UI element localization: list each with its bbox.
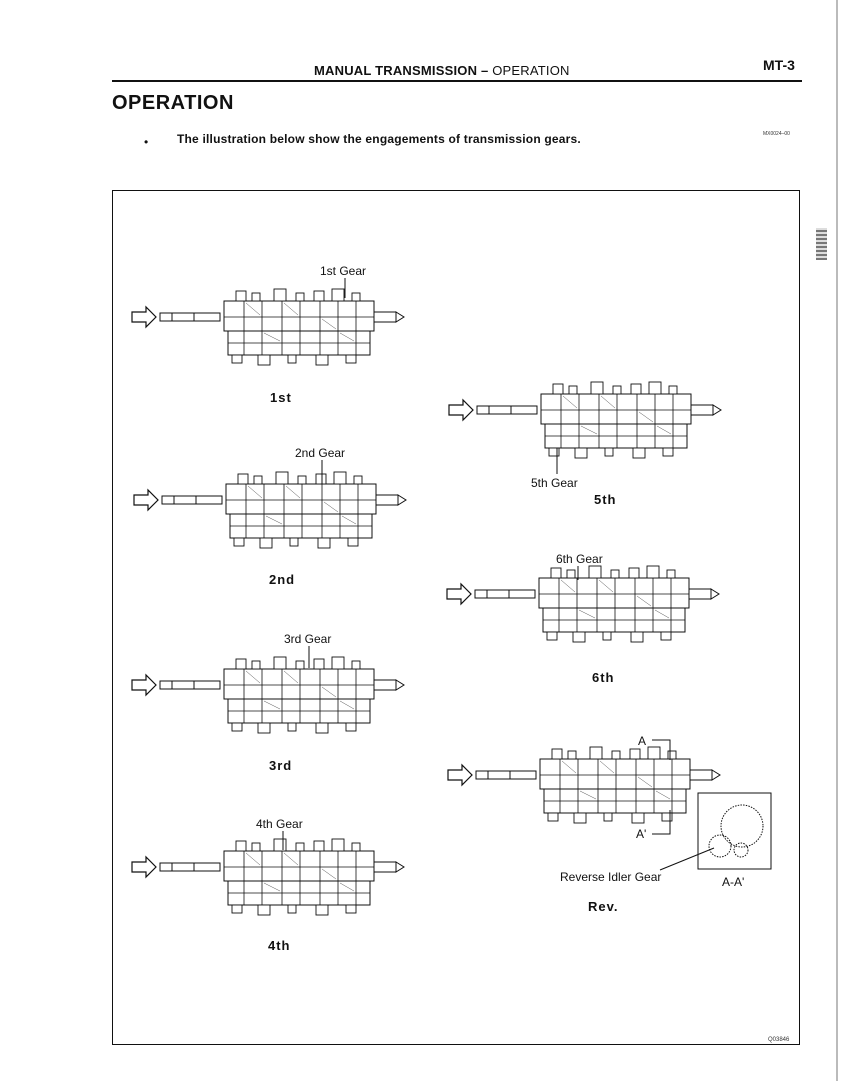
gear-label-3rd: 3rd Gear xyxy=(284,632,331,646)
position-label-1st: 1st xyxy=(270,390,292,405)
reverse-idler-label: Reverse Idler Gear xyxy=(560,870,661,884)
section-title: OPERATION xyxy=(112,92,234,114)
section-mark-a: A xyxy=(638,734,646,748)
reference-code: MX0024–00 xyxy=(763,131,790,137)
gearbox-view-4th: 4th Gear 4th xyxy=(131,817,405,953)
idler-gear-circle xyxy=(708,834,732,858)
position-label-6th: 6th xyxy=(592,670,615,685)
position-label-2nd: 2nd xyxy=(269,572,295,587)
section-detail-box xyxy=(697,792,772,870)
figure-id: Q03846 xyxy=(768,1037,790,1043)
page-number: MT-3 xyxy=(763,57,795,73)
main-gear-circle xyxy=(720,804,764,848)
gearbox-view-2nd: 2nd Gear 2nd xyxy=(133,446,407,587)
gearbox-view-3rd: 3rd Gear 3rd xyxy=(131,632,405,773)
idler-leader-line xyxy=(659,847,715,871)
position-label-4th: 4th xyxy=(268,938,291,953)
gearbox-view-5th: 5th Gear 5th xyxy=(448,381,722,507)
gearbox-view-1st: 1st Gear 1st xyxy=(131,264,405,405)
gear-label-5th: 5th Gear xyxy=(531,476,578,490)
position-label-rev: Rev. xyxy=(588,899,619,914)
gear-label-4th: 4th Gear xyxy=(256,817,303,831)
gear-label-1st: 1st Gear xyxy=(320,264,366,278)
page-tab-marker xyxy=(816,228,827,260)
position-label-3rd: 3rd xyxy=(269,758,292,773)
illustration-frame xyxy=(112,190,800,1045)
section-detail-label: A-A' xyxy=(722,875,744,889)
gear-label-6th: 6th Gear xyxy=(556,552,603,566)
header-rule xyxy=(112,80,802,82)
bullet-marker: • xyxy=(144,135,149,149)
counter-gear-circle xyxy=(733,842,749,858)
scan-edge-line xyxy=(836,0,838,1081)
gear-label-2nd: 2nd Gear xyxy=(295,446,345,460)
section-mark-a-prime: A' xyxy=(636,827,646,841)
header-title: MANUAL TRANSMISSION – OPERATION xyxy=(314,63,570,78)
gearbox-view-6th: 6th Gear 6th xyxy=(446,552,720,685)
gearbox-view-reverse: A A' A-A' Reverse Idler Gear Rev. xyxy=(447,734,772,914)
position-label-5th: 5th xyxy=(594,492,617,507)
bullet-text: The illustration below show the engageme… xyxy=(177,132,581,146)
